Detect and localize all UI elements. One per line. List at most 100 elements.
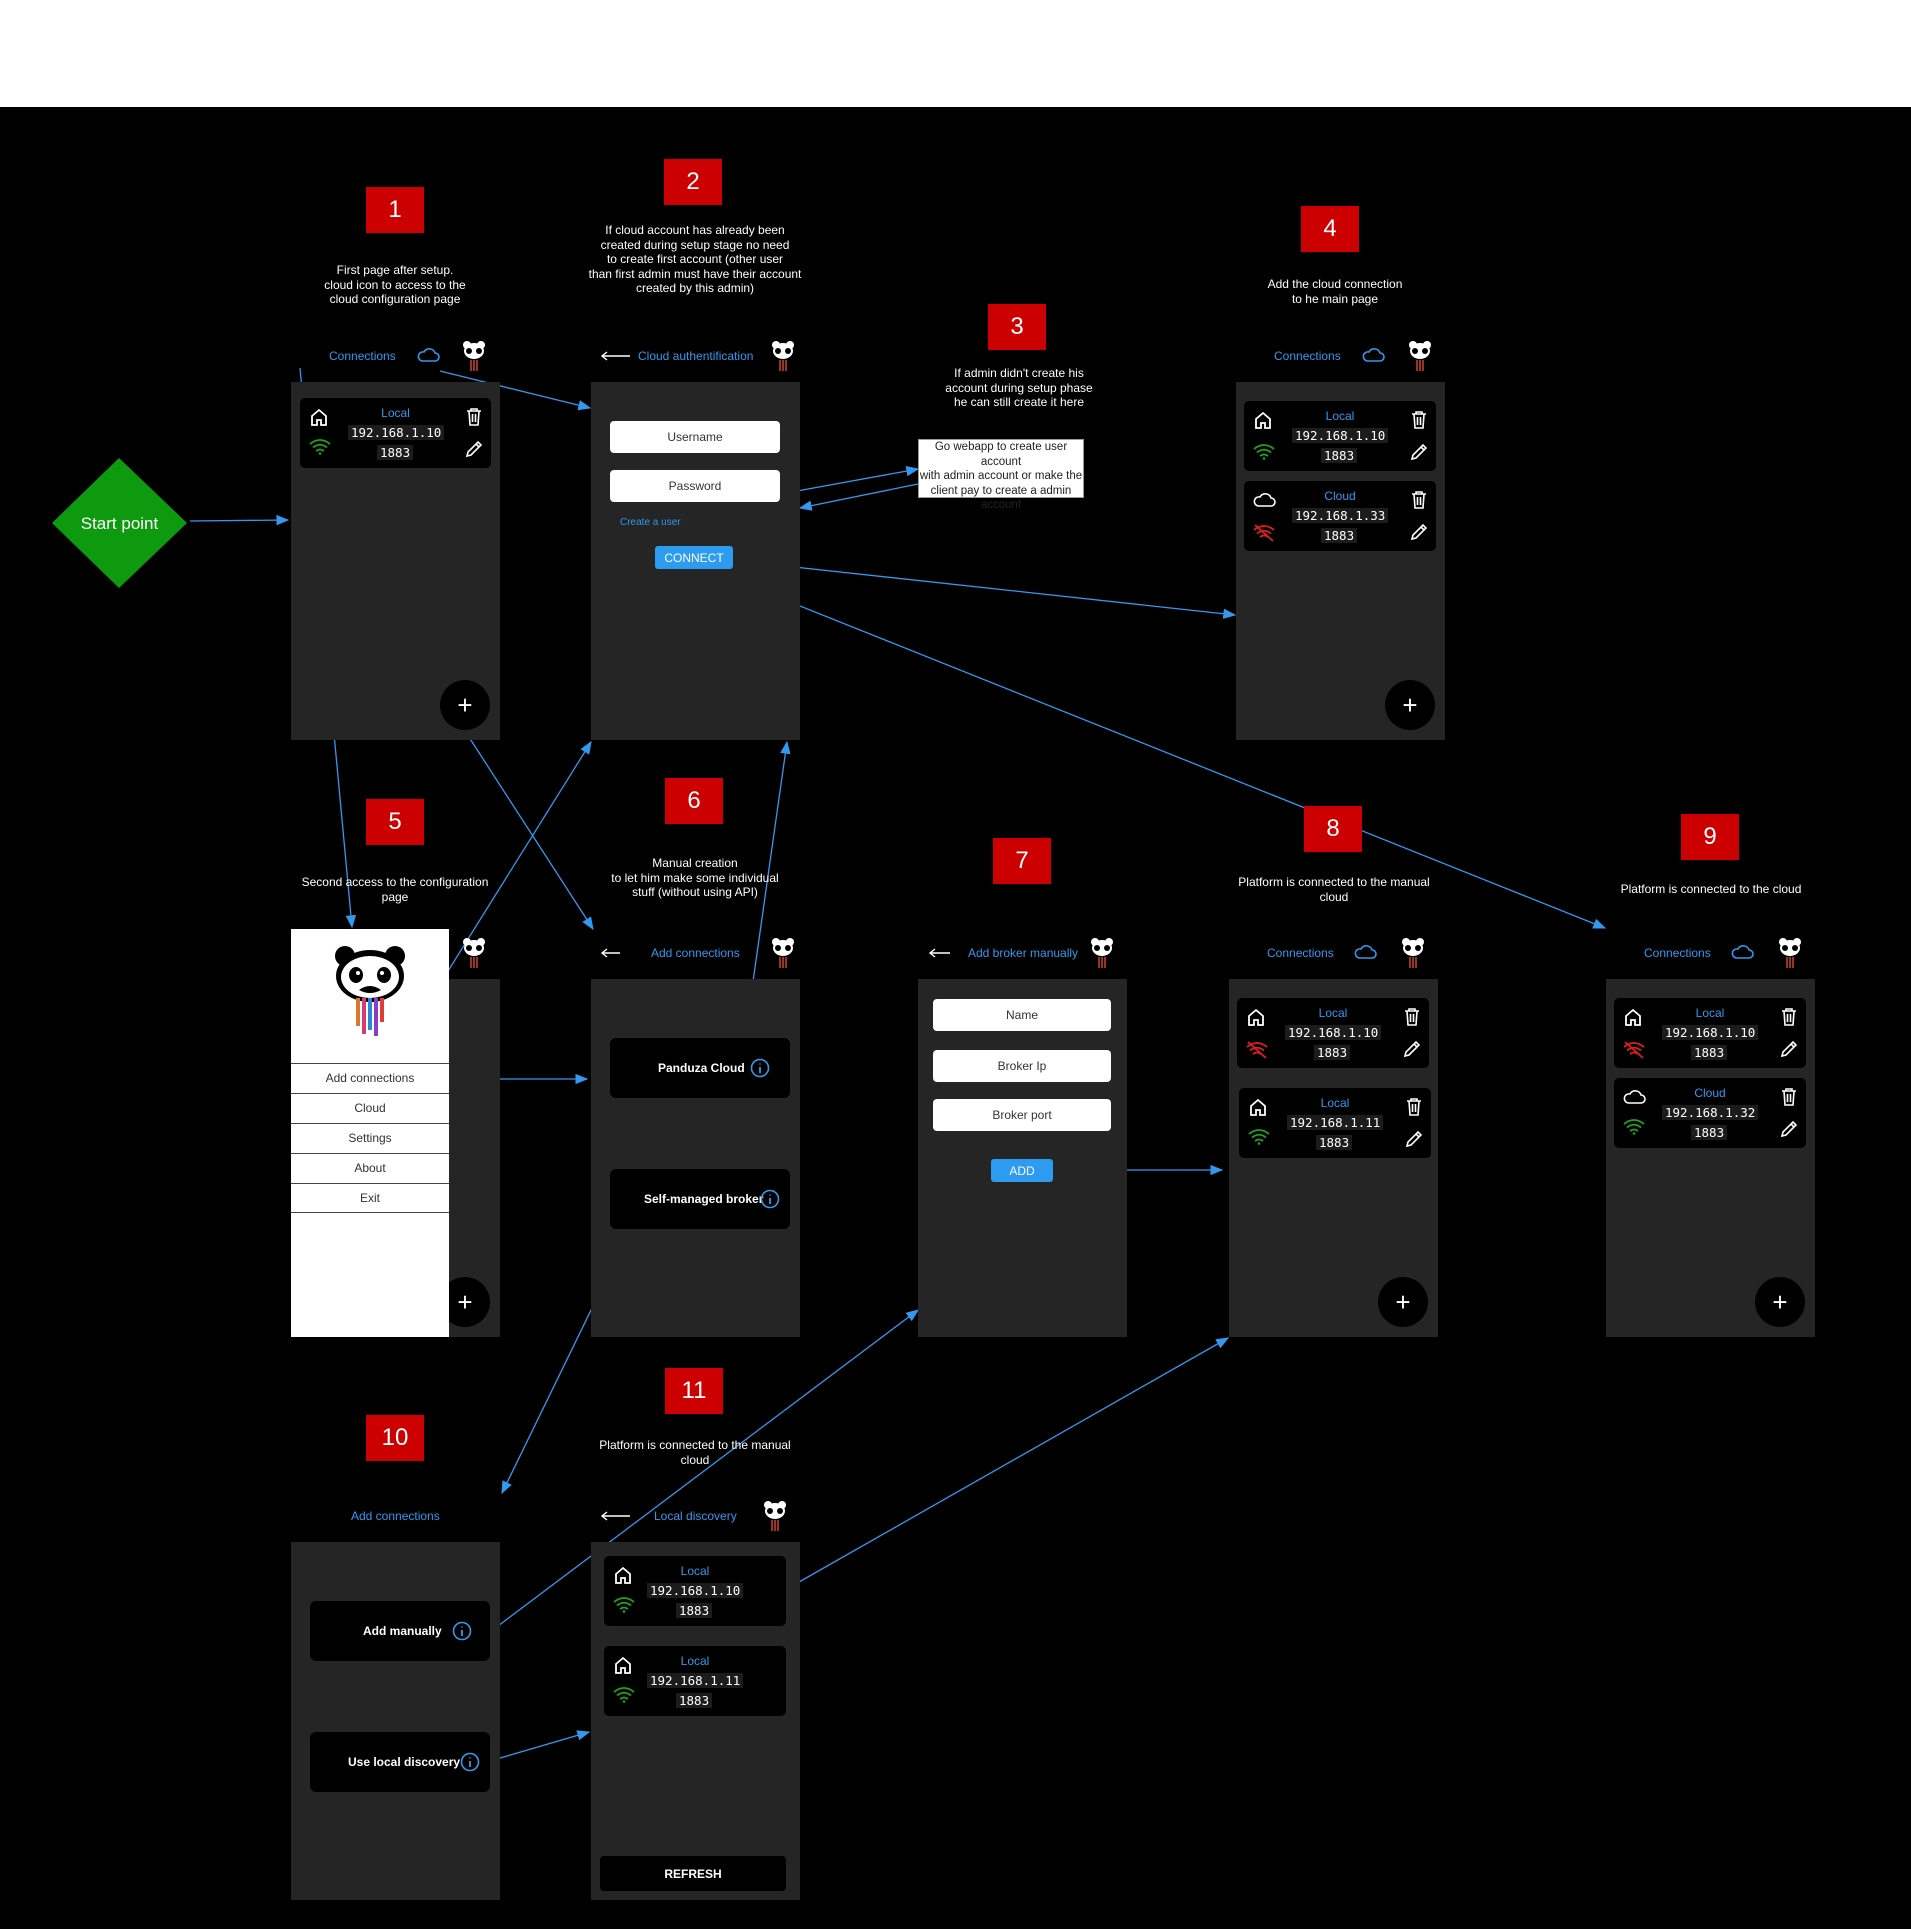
card-ip: 192.168.1.10: [348, 425, 445, 440]
screen11-header-title: Local discovery: [654, 1509, 737, 1523]
card-type-label: Local: [680, 1564, 710, 1578]
screen7-header-title: Add broker manually: [968, 946, 1079, 960]
add-fab-button[interactable]: +: [440, 680, 490, 730]
cloud-icon[interactable]: [1361, 346, 1385, 364]
card-ip: 192.168.1.11: [647, 1673, 744, 1688]
panda-logo-icon: [772, 341, 794, 371]
broker-ip-field[interactable]: Broker Ip: [933, 1050, 1111, 1082]
panda-logo-icon: [335, 946, 405, 1036]
connection-card-cloud[interactable]: Cloud 192.168.1.33 1883: [1244, 481, 1436, 551]
menu-item-add-connections[interactable]: Add connections: [291, 1063, 449, 1092]
info-icon[interactable]: [760, 1189, 780, 1209]
info-icon[interactable]: [750, 1058, 770, 1078]
connection-card-local[interactable]: Local 192.168.1.10 1883: [1614, 998, 1806, 1068]
password-field[interactable]: Password: [610, 470, 780, 502]
panda-logo-icon: [463, 938, 485, 968]
refresh-button[interactable]: REFRESH: [600, 1856, 786, 1891]
self-managed-broker-option[interactable]: Self-managed broker: [610, 1169, 790, 1229]
use-local-discovery-option[interactable]: Use local discovery: [310, 1732, 490, 1792]
screen8-header-title[interactable]: Connections: [1267, 946, 1334, 960]
card-type-label: Local: [1318, 1006, 1348, 1020]
discovered-broker-card[interactable]: Local 192.168.1.10 1883: [604, 1556, 786, 1626]
add-fab-button[interactable]: +: [1378, 1277, 1428, 1327]
screen1-main: Local 192.168.1.10 1883 +: [291, 382, 500, 740]
edit-pencil-icon[interactable]: [1404, 1129, 1424, 1149]
add-fab-button[interactable]: +: [1755, 1277, 1805, 1327]
edit-pencil-icon[interactable]: [1409, 522, 1429, 542]
info-icon[interactable]: [452, 1621, 472, 1641]
edit-pencil-icon[interactable]: [1402, 1039, 1422, 1059]
add-broker-button[interactable]: ADD: [991, 1159, 1053, 1182]
edit-pencil-icon[interactable]: [1779, 1039, 1799, 1059]
screen7-main: Name Broker Ip Broker port ADD: [918, 979, 1127, 1337]
card-port: 1883: [1316, 1135, 1353, 1150]
menu-item-settings[interactable]: Settings: [291, 1123, 449, 1152]
wifi-icon: [613, 1687, 635, 1703]
screen4-header-title[interactable]: Connections: [1274, 349, 1341, 363]
screen1-header-title[interactable]: Connections: [329, 349, 396, 363]
home-icon: [1248, 1008, 1264, 1026]
username-field[interactable]: Username: [610, 421, 780, 453]
broker-port-field[interactable]: Broker port: [933, 1099, 1111, 1131]
info-icon[interactable]: [460, 1752, 480, 1772]
caption-5: Second access to the configuration page: [301, 875, 489, 904]
panda-logo-icon: [772, 938, 794, 968]
menu-item-exit[interactable]: Exit: [291, 1183, 449, 1213]
menu-item-about[interactable]: About: [291, 1153, 449, 1182]
wifi-icon: [1623, 1119, 1645, 1135]
start-point-diamond: Start point: [52, 458, 187, 588]
panda-logo-icon: [764, 1501, 786, 1531]
card-ip: 192.168.1.11: [1287, 1115, 1384, 1130]
trash-icon[interactable]: [465, 407, 483, 427]
wifi-off-icon: [1623, 1041, 1645, 1059]
card-ip: 192.168.1.10: [1292, 428, 1389, 443]
connection-card-local[interactable]: Local 192.168.1.10 1883: [1244, 401, 1436, 471]
caption-4: Add the cloud connection to he main page: [1267, 277, 1403, 306]
screen9-header-title[interactable]: Connections: [1644, 946, 1711, 960]
trash-icon[interactable]: [1403, 1007, 1421, 1027]
panduza-cloud-option[interactable]: Panduza Cloud: [610, 1038, 790, 1098]
step-badge-9: 9: [1681, 814, 1739, 860]
trash-icon[interactable]: [1405, 1097, 1423, 1117]
trash-icon[interactable]: [1780, 1007, 1798, 1027]
edit-pencil-icon[interactable]: [1409, 442, 1429, 462]
connection-card-local[interactable]: Local 192.168.1.10 1883: [300, 398, 491, 468]
edit-pencil-icon[interactable]: [464, 439, 484, 459]
card-ip: 192.168.1.32: [1662, 1105, 1759, 1120]
cloud-icon[interactable]: [1353, 943, 1377, 961]
add-fab-button[interactable]: +: [1385, 680, 1435, 730]
card-port: 1883: [1321, 448, 1358, 463]
connect-button[interactable]: CONNECT: [655, 546, 733, 569]
screen11-main: Local 192.168.1.10 1883 Local 192.168.1.…: [591, 1542, 800, 1900]
caption-9: Platform is connected to the cloud: [1620, 882, 1802, 896]
option-label: Add manually: [363, 1624, 442, 1638]
connection-card-local[interactable]: Local 192.168.1.10 1883: [1237, 998, 1429, 1068]
cloud-icon: [1253, 493, 1276, 507]
screen9-main: Local 192.168.1.10 1883 Cloud 192.168.1.…: [1606, 979, 1815, 1337]
discovered-broker-card[interactable]: Local 192.168.1.11 1883: [604, 1646, 786, 1716]
edit-pencil-icon[interactable]: [1779, 1119, 1799, 1139]
card-ip: 192.168.1.10: [647, 1583, 744, 1598]
panda-logo-icon: [1402, 938, 1424, 968]
screen10-main: Add manually Use local discovery: [291, 1542, 500, 1900]
cloud-icon[interactable]: [416, 346, 440, 364]
side-drawer: Add connections Cloud Settings About Exi…: [291, 929, 449, 1337]
wifi-icon: [309, 439, 331, 455]
trash-icon[interactable]: [1410, 490, 1428, 510]
menu-item-cloud[interactable]: Cloud: [291, 1093, 449, 1122]
wifi-icon: [1248, 1129, 1270, 1145]
cloud-icon[interactable]: [1730, 943, 1754, 961]
card-port: 1883: [1314, 1045, 1351, 1060]
broker-name-field[interactable]: Name: [933, 999, 1111, 1031]
option-label: Panduza Cloud: [658, 1061, 745, 1075]
card-port: 1883: [1321, 528, 1358, 543]
connection-card-local-manual[interactable]: Local 192.168.1.11 1883: [1239, 1088, 1431, 1158]
step-badge-1: 1: [366, 187, 424, 233]
panda-logo-icon: [1779, 938, 1801, 968]
panda-logo-icon: [1409, 341, 1431, 371]
connection-card-cloud[interactable]: Cloud 192.168.1.32 1883: [1614, 1078, 1806, 1148]
create-user-link[interactable]: Create a user: [620, 517, 681, 528]
trash-icon[interactable]: [1410, 410, 1428, 430]
add-manually-option[interactable]: Add manually: [310, 1601, 490, 1661]
trash-icon[interactable]: [1780, 1087, 1798, 1107]
